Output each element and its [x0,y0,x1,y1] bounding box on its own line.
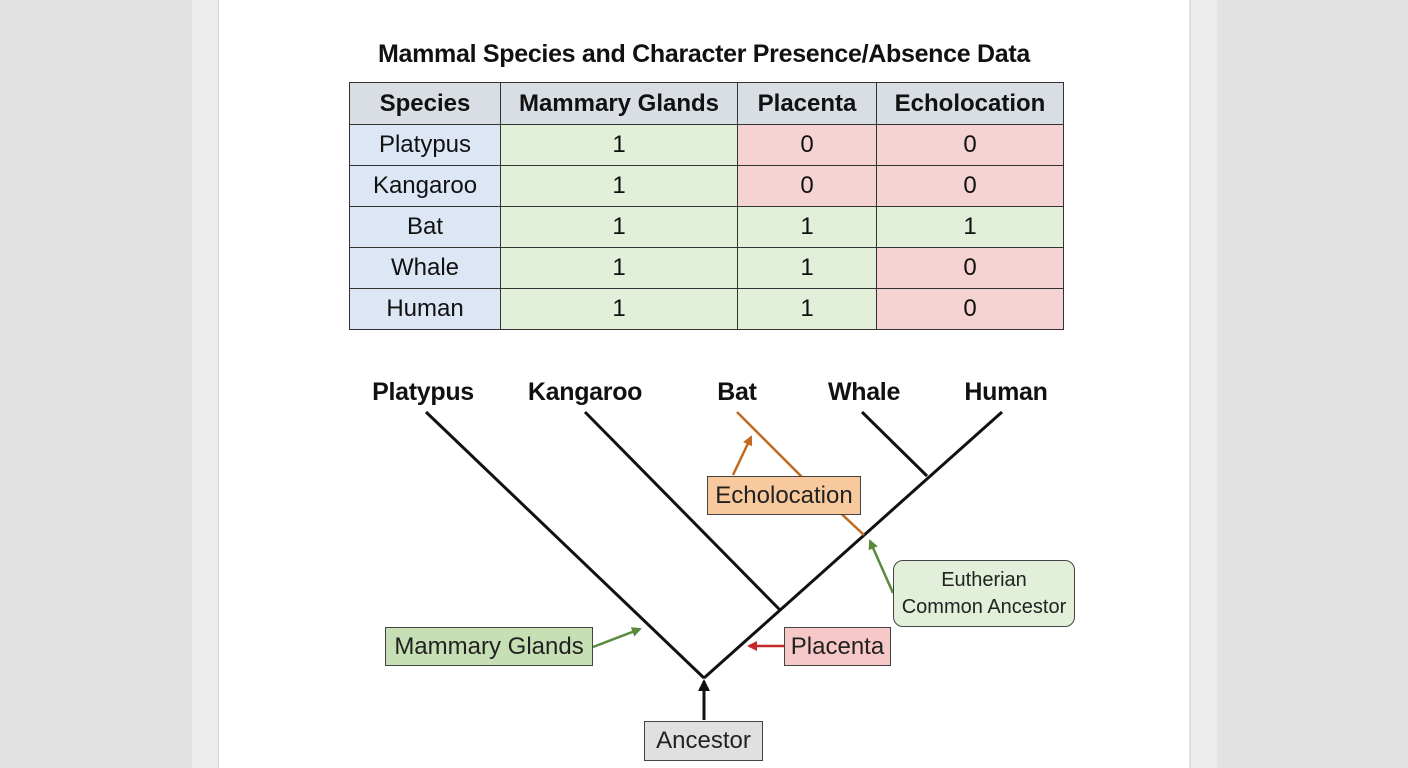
species-cell: Whale [349,247,501,289]
mammary-glands-arrow [592,627,642,649]
eutherian-arrow [868,539,895,594]
eutherian-common-ancestor-label: Eutherian Common Ancestor [893,560,1075,627]
taxon-platypus: Platypus [372,378,474,406]
taxon-kangaroo: Kangaroo [527,378,643,406]
taxon-human: Human [964,378,1048,406]
mammary-glands-cell: 1 [500,165,738,207]
branch-platypus [424,410,706,680]
placenta-cell: 0 [737,165,877,207]
left-page-gutter [192,0,219,768]
table-row: Whale 1 1 0 [349,247,1064,289]
species-cell: Bat [349,206,501,248]
placenta-label: Placenta [784,627,891,666]
mammary-glands-cell: 1 [500,206,738,248]
echolocation-arrow [731,435,753,476]
branch-kangaroo [583,410,782,612]
table-header-row: Species Mammary Glands Placenta Echoloca… [349,82,1064,125]
species-cell: Human [349,288,501,330]
placenta-cell: 1 [737,288,877,330]
echolocation-cell: 0 [876,288,1064,330]
taxon-bat: Bat [717,378,757,406]
branch-whale [860,410,929,478]
echolocation-cell: 1 [876,206,1064,248]
branch-main-right [703,410,1003,680]
placenta-cell: 1 [737,247,877,289]
mammary-glands-cell: 1 [500,124,738,166]
table-row: Human 1 1 0 [349,288,1064,330]
page-title: Mammal Species and Character Presence/Ab… [378,40,1030,68]
species-cell: Kangaroo [349,165,501,207]
mammary-glands-label: Mammary Glands [385,627,593,666]
right-page-gutter [1190,0,1217,768]
echolocation-cell: 0 [876,124,1064,166]
right-margin [1217,0,1408,768]
left-margin [0,0,192,768]
mammary-glands-cell: 1 [500,288,738,330]
cladogram [424,410,1003,720]
character-table: Species Mammary Glands Placenta Echoloca… [349,82,1064,330]
species-cell: Platypus [349,124,501,166]
placenta-cell: 0 [737,124,877,166]
header-placenta: Placenta [737,82,877,125]
branch-bat-upper [736,411,802,477]
table-row: Bat 1 1 1 [349,206,1064,248]
table-row: Kangaroo 1 0 0 [349,165,1064,207]
taxon-whale: Whale [827,378,901,406]
mammary-glands-cell: 1 [500,247,738,289]
echolocation-cell: 0 [876,247,1064,289]
header-mammary-glands: Mammary Glands [500,82,738,125]
ancestor-label: Ancestor [644,721,763,761]
eutherian-line-1: Eutherian [941,568,1027,591]
header-species: Species [349,82,501,125]
eutherian-line-2: Common Ancestor [901,595,1067,618]
echolocation-cell: 0 [876,165,1064,207]
echolocation-label: Echolocation [707,476,861,515]
table-row: Platypus 1 0 0 [349,124,1064,166]
document-page: Mammal Species and Character Presence/Ab… [219,0,1189,768]
